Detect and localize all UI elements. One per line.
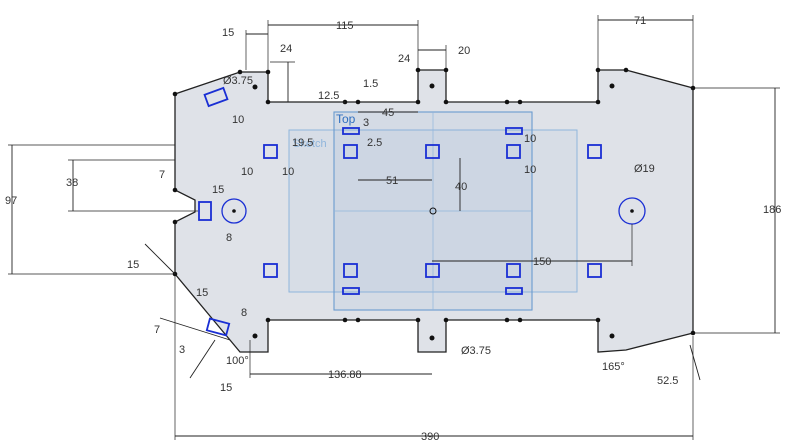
small-hole-bottom-mid[interactable] xyxy=(429,335,435,341)
dim-150[interactable]: 150 xyxy=(533,256,551,268)
dim-dia-3-75-top[interactable]: Ø3.75 xyxy=(223,75,253,87)
dim-10-b[interactable]: 10 xyxy=(282,166,294,178)
dim-38[interactable]: 38 xyxy=(66,177,78,189)
dim-186[interactable]: 186 xyxy=(763,204,781,216)
small-hole-top-left[interactable] xyxy=(252,84,258,90)
mount-holes[interactable] xyxy=(198,86,602,337)
dim-19-5[interactable]: 19.5 xyxy=(292,137,313,149)
dim-7-bl[interactable]: 7 xyxy=(154,324,160,336)
small-hole-top-right[interactable] xyxy=(609,83,615,89)
dim-8-mid[interactable]: 8 xyxy=(226,232,232,244)
small-hole-bottom-right[interactable] xyxy=(609,333,615,339)
dim-15-mid[interactable]: 15 xyxy=(212,184,224,196)
plane-label: Top xyxy=(336,112,356,126)
left-circle[interactable] xyxy=(221,198,247,224)
dim-dia-19[interactable]: Ø19 xyxy=(634,163,655,175)
dim-71[interactable]: 71 xyxy=(634,15,646,27)
dim-40[interactable]: 40 xyxy=(455,181,467,193)
dim-10-r1[interactable]: 10 xyxy=(524,133,536,145)
dimension-lines xyxy=(8,15,780,440)
dim-390[interactable]: 390 xyxy=(421,431,439,443)
dim-8-bl[interactable]: 8 xyxy=(241,307,247,319)
dim-dia-3-75-bottom[interactable]: Ø3.75 xyxy=(461,345,491,357)
dim-10-a[interactable]: 10 xyxy=(241,166,253,178)
vertex-points[interactable] xyxy=(172,67,696,336)
dim-20[interactable]: 20 xyxy=(458,45,470,57)
dim-12-5[interactable]: 12.5 xyxy=(318,90,339,102)
dim-15-chamfer[interactable]: 15 xyxy=(127,259,139,271)
small-hole-top-mid[interactable] xyxy=(429,83,435,89)
sketch-label: Sketch xyxy=(293,138,327,150)
dim-1-5[interactable]: 1.5 xyxy=(363,78,378,90)
small-hole-bottom-left[interactable] xyxy=(252,333,258,339)
dim-136-88[interactable]: 136.88 xyxy=(328,369,362,381)
dim-10-left[interactable]: 10 xyxy=(232,114,244,126)
dim-51[interactable]: 51 xyxy=(386,175,398,187)
dim-7-left[interactable]: 7 xyxy=(159,169,165,181)
dim-24-left[interactable]: 24 xyxy=(280,43,292,55)
dim-115[interactable]: 115 xyxy=(336,20,354,32)
dim-2-5[interactable]: 2.5 xyxy=(367,137,382,149)
dim-15-bl[interactable]: 15 xyxy=(196,287,208,299)
dim-15-bottom[interactable]: 15 xyxy=(220,382,232,394)
dim-angle-100[interactable]: 100° xyxy=(226,355,249,367)
dim-97[interactable]: 97 xyxy=(5,195,17,207)
dim-angle-165[interactable]: 165° xyxy=(602,361,625,373)
dim-45[interactable]: 45 xyxy=(382,107,394,119)
dim-24-mid[interactable]: 24 xyxy=(398,53,410,65)
origin-point[interactable] xyxy=(429,207,437,215)
dim-3[interactable]: 3 xyxy=(363,117,369,129)
dim-3-bl[interactable]: 3 xyxy=(179,344,185,356)
dim-52-5[interactable]: 52.5 xyxy=(657,375,678,387)
dim-15-top[interactable]: 15 xyxy=(222,27,234,39)
dim-10-r2[interactable]: 10 xyxy=(524,164,536,176)
